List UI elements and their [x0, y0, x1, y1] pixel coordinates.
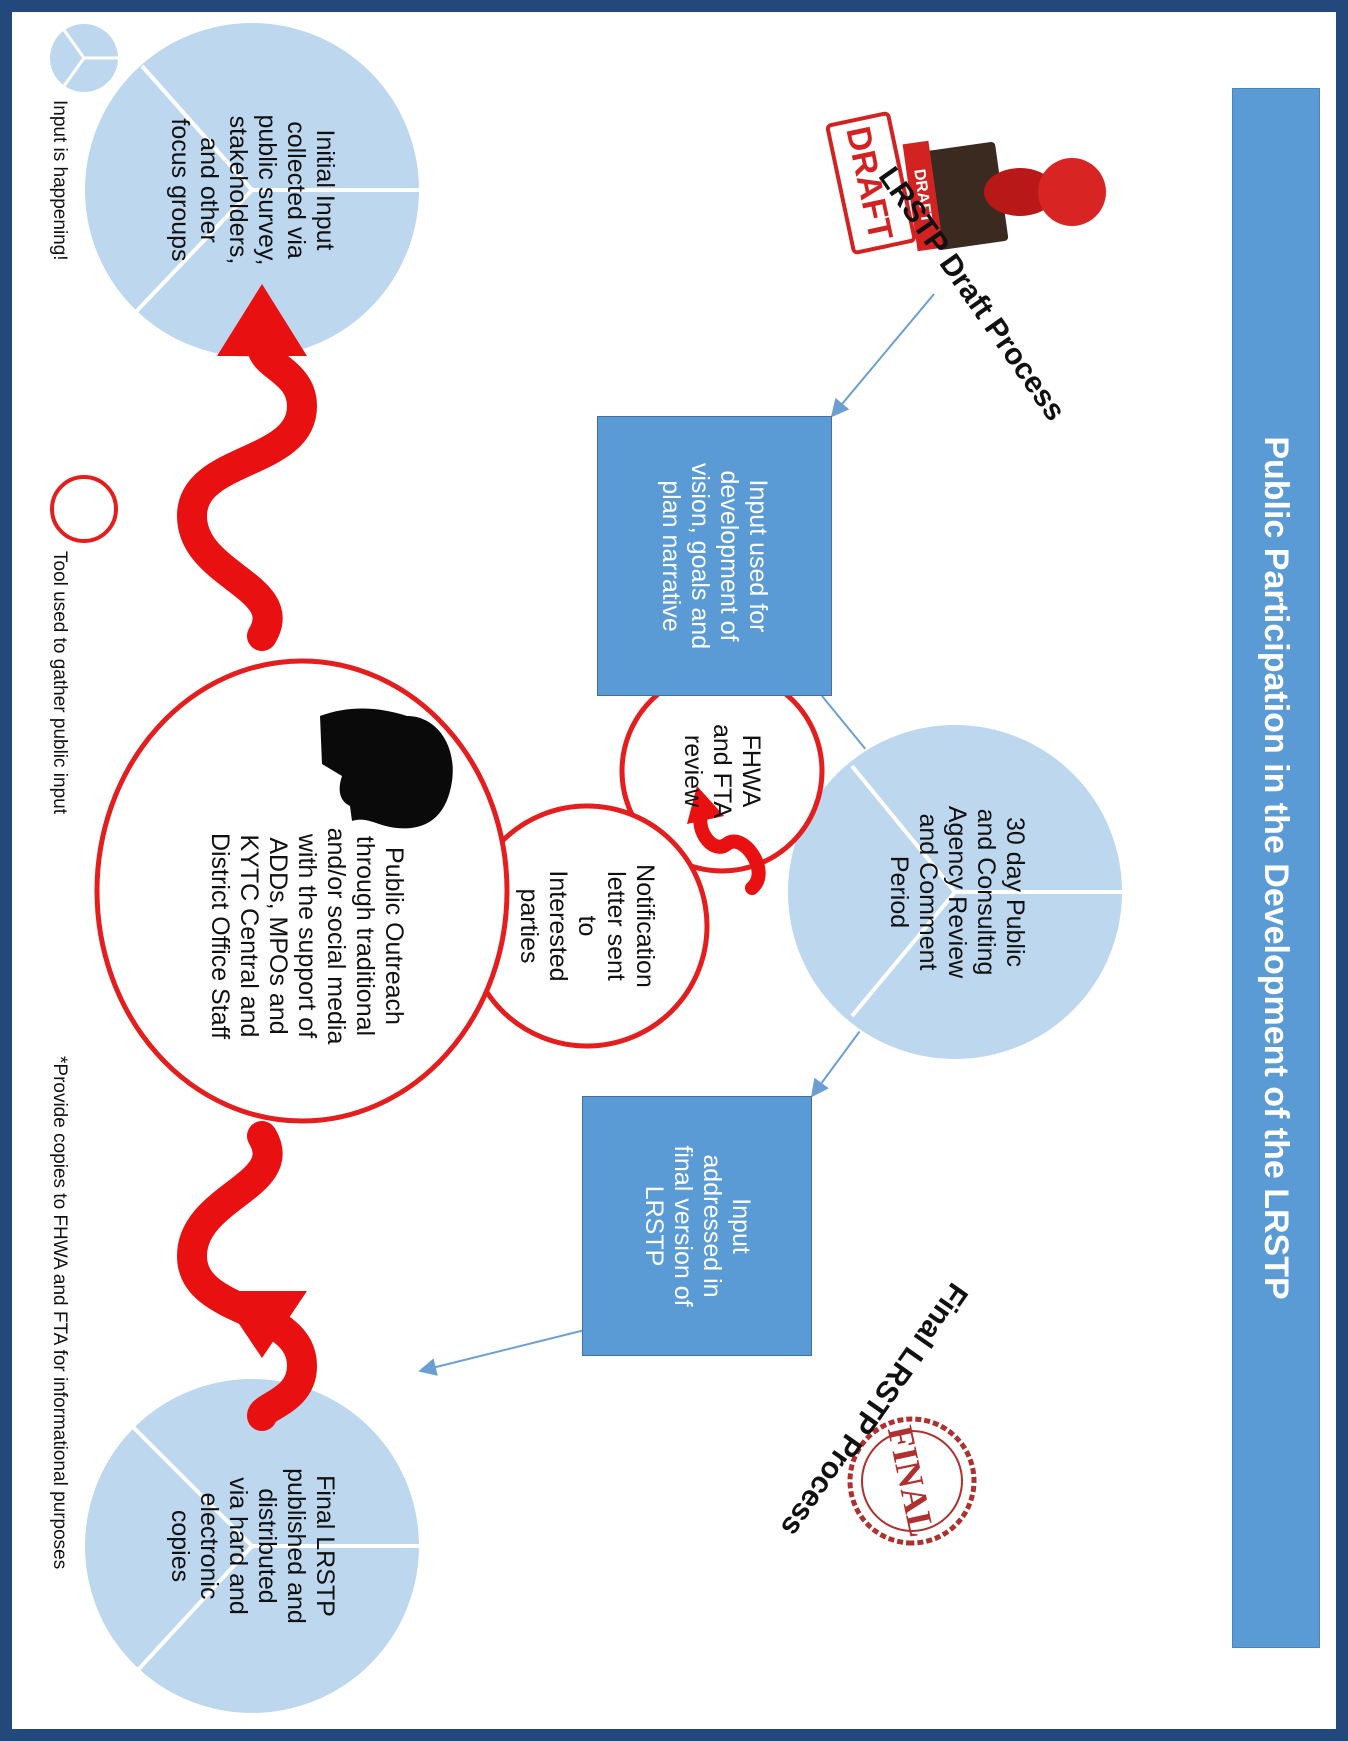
- draft-stamp-icon: DRAFT DRAFT: [825, 111, 1106, 255]
- arrow-outreach-to-final: [176, 1121, 318, 1431]
- tool-notification: Notification letter sent to Interested p…: [515, 864, 660, 988]
- step-review-period: 30 day Public and Consulting Agency Revi…: [885, 805, 1030, 979]
- legend-tool-ring-icon: [50, 475, 118, 543]
- diagram-stage: Public Participation in the Development …: [16, 16, 1332, 1725]
- tool-fhwa-review: FHWA and FTA review: [679, 723, 766, 819]
- step-final-published: Final LRSTP published and distributed vi…: [166, 1468, 339, 1624]
- step-input-vision: Input used for development of vision, go…: [597, 416, 832, 696]
- bubble-final-published: [83, 1377, 421, 1715]
- diagram-graphics: DRAFT DRAFT FINAL: [50, 21, 1124, 1715]
- legend-input-bubble-icon: [50, 24, 118, 92]
- tool-outreach: Public Outreach through traditional and/…: [206, 827, 409, 1045]
- bubble-review-period: [786, 723, 1124, 1061]
- footnote: *Provide copies to FHWA and FTA for info…: [49, 1056, 70, 1570]
- step-initial-input: Initial Input collected via public surve…: [166, 114, 339, 266]
- arrow-notification-to-review: [687, 786, 766, 895]
- person-silhouette-icon: [320, 708, 453, 829]
- final-label-text: FINAL: [880, 1422, 942, 1540]
- arrow-outreach-to-initial: [176, 284, 318, 651]
- bubble-initial-input: [83, 21, 421, 359]
- legend-input-label: Input is happening!: [49, 100, 70, 261]
- connector-initial-to-vision: [830, 293, 935, 418]
- legend-tool-label: Tool used to gather public input: [49, 551, 70, 815]
- step-input-final: Input addressed in final version of LRST…: [582, 1096, 812, 1356]
